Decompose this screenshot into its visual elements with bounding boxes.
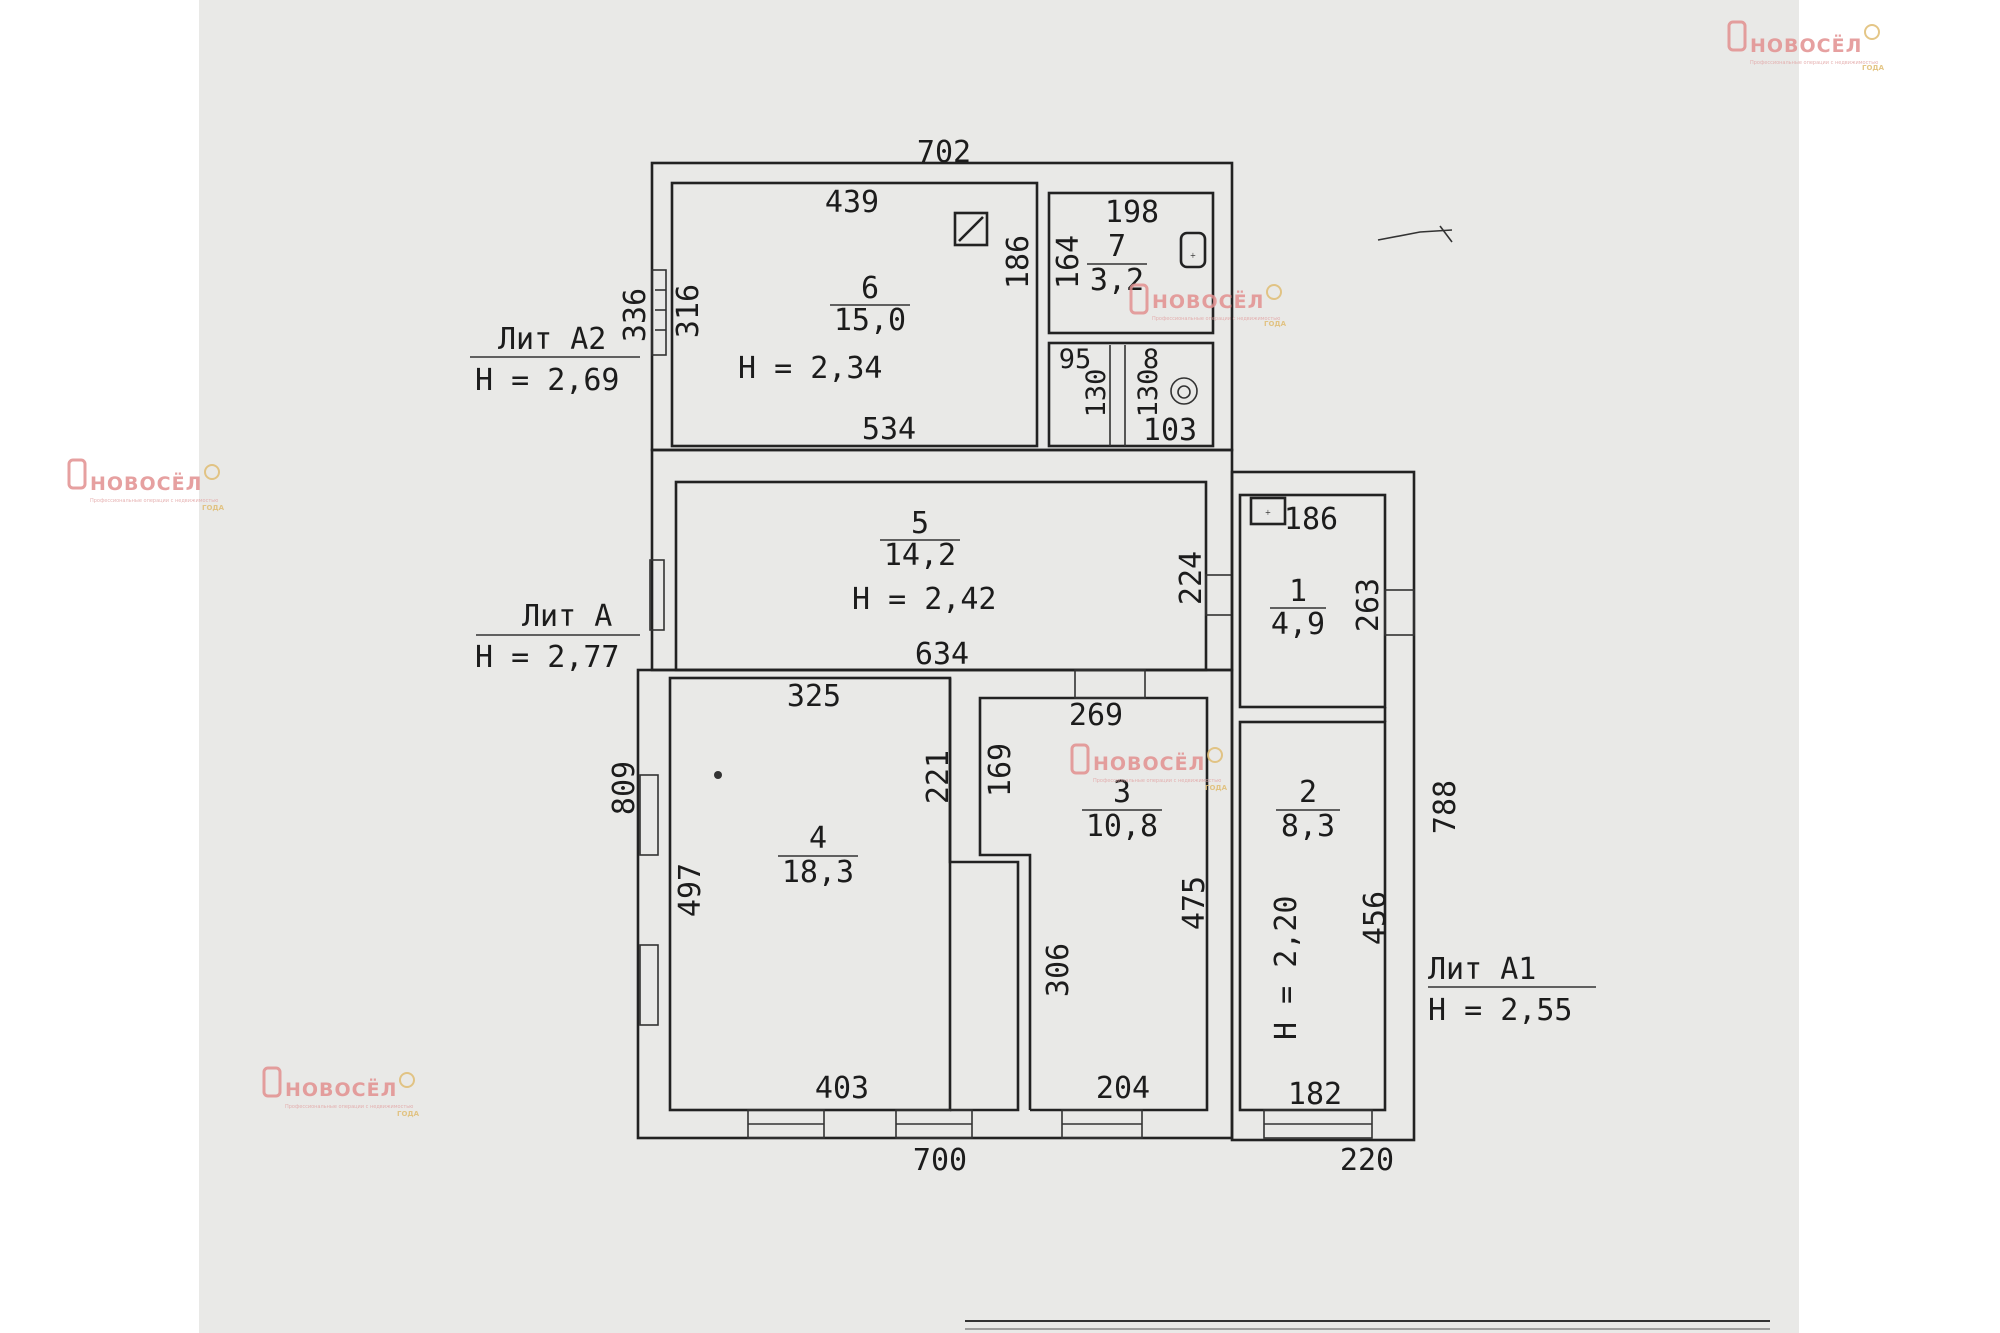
- dim-room1-right: 263: [1351, 578, 1386, 632]
- dim-room5-right: 224: [1174, 551, 1209, 605]
- room-5: 5 14,2 H = 2,42: [852, 506, 997, 617]
- lit-a-name: Лит А: [522, 599, 612, 634]
- room-4: 4 18,3: [778, 821, 858, 890]
- dimension-labels-horizontal: 702 439 534 198 95 8 103 186 634 325 269…: [787, 135, 1394, 1178]
- dim-room3-right: 475: [1177, 876, 1212, 930]
- watermark-year: ГОДА: [1205, 784, 1228, 792]
- walls-lit-a1: [1230, 470, 1416, 1142]
- dim-room6-bottom: 534: [862, 412, 916, 447]
- dim-room4-left: 497: [673, 863, 708, 917]
- room-3-number: 3: [1113, 775, 1131, 810]
- stove-icon: [953, 211, 989, 247]
- lit-a2-height: H = 2,69: [475, 363, 620, 398]
- dim-room3-top: 269: [1069, 698, 1123, 733]
- room-6-area: 15,0: [834, 303, 906, 338]
- room-7: 7 3,2: [1087, 229, 1147, 298]
- lit-a1-name: Лит А1: [1428, 952, 1536, 987]
- dim-room5-bottom: 634: [915, 637, 969, 672]
- dim-room3-bottom: 204: [1096, 1071, 1150, 1106]
- room-6-height: H = 2,34: [738, 351, 883, 386]
- watermark-subtitle: Профессиональные операции с недвижимость…: [285, 1104, 413, 1110]
- dim-small-8: 8: [1143, 344, 1159, 375]
- dim-room4-top: 325: [787, 679, 841, 714]
- dim-room1-top: 186: [1284, 502, 1338, 537]
- dim-room2-bottom: 182: [1288, 1077, 1342, 1112]
- toilet-icon: [1170, 377, 1198, 405]
- watermark-brand: НОВОСЁЛ: [285, 1077, 397, 1101]
- sheet-bottom-table-edge: [965, 1320, 1770, 1330]
- watermark-center: НОВОСЁЛ Профессиональные операции с недв…: [1070, 743, 1228, 792]
- watermark-center-top: НОВОСЁЛ Профессиональные операции с недв…: [1129, 283, 1287, 328]
- dim-small-103: 103: [1143, 413, 1197, 448]
- room-1: 1 4,9: [1270, 574, 1326, 642]
- dimension-labels-vertical: 336 316 186 164 130 130 224 263 221 169 …: [607, 235, 1463, 997]
- watermark-subtitle: Профессиональные операции с недвижимость…: [1093, 778, 1221, 784]
- dim-room7-top: 198: [1105, 195, 1159, 230]
- dim-room4-bottom: 403: [815, 1071, 869, 1106]
- walls-lit-a: [636, 448, 1234, 1140]
- room-5-number: 5: [911, 506, 929, 541]
- room-7-area: 3,2: [1090, 263, 1144, 298]
- dim-room3-lower: 306: [1041, 943, 1076, 997]
- svg-text:+: +: [1190, 251, 1196, 262]
- dim-room4-mid: 221: [921, 750, 956, 804]
- room-6: 6 15,0 H = 2,34: [738, 271, 910, 386]
- watermark-year: ГОДА: [1862, 64, 1885, 72]
- dim-small-95: 95: [1059, 344, 1092, 375]
- room-5-area: 14,2: [884, 538, 956, 573]
- watermark-brand: НОВОСЁЛ: [90, 471, 202, 495]
- watermark-left: НОВОСЁЛ Профессиональные операции с недв…: [67, 458, 225, 512]
- room-2-number: 2: [1299, 775, 1317, 810]
- room-1-area: 4,9: [1271, 607, 1325, 642]
- room-4-area: 18,3: [782, 855, 854, 890]
- watermark-bottom-left: НОВОСЁЛ Профессиональные операции с недв…: [262, 1066, 420, 1118]
- stray-marks: [714, 225, 1453, 779]
- dim-small-130a: 130: [1081, 369, 1112, 418]
- room-2-area: 8,3: [1281, 809, 1335, 844]
- room-6-number: 6: [861, 271, 879, 306]
- room-4-number: 4: [809, 821, 827, 856]
- room-3: 3 10,8: [1082, 775, 1162, 844]
- dim-outer-right-a1: 788: [1428, 780, 1463, 834]
- watermark-subtitle: Профессиональные операции с недвижимость…: [1152, 316, 1280, 322]
- room-2-height: H = 2,20: [1269, 896, 1304, 1041]
- dim-room7-left: 164: [1051, 235, 1086, 289]
- room-5-height: H = 2,42: [852, 582, 997, 617]
- lit-a2-name: Лит А2: [498, 322, 606, 357]
- room-7-number: 7: [1108, 229, 1126, 264]
- kitchen-sink-icon: +: [1249, 496, 1287, 526]
- lit-a2-label: Лит А2 H = 2,69: [470, 322, 640, 398]
- watermark-year: ГОДА: [1264, 320, 1287, 328]
- watermark-year: ГОДА: [202, 504, 225, 512]
- watermark-subtitle: Профессиональные операции с недвижимость…: [90, 498, 218, 504]
- room-3-area: 10,8: [1086, 809, 1158, 844]
- dim-small-130b: 130: [1133, 369, 1164, 418]
- dim-room2-right: 456: [1358, 891, 1393, 945]
- lit-a1-height: H = 2,55: [1428, 993, 1573, 1028]
- sink-icon: +: [1179, 231, 1207, 269]
- watermark-subtitle: Профессиональные операции с недвижимость…: [1750, 60, 1878, 66]
- dim-outer-left-a2: 336: [618, 288, 653, 342]
- dim-room6-left: 316: [671, 284, 706, 338]
- dim-bottom-outer-a1: 220: [1340, 1143, 1394, 1178]
- dim-outer-left-a: 809: [607, 761, 642, 815]
- lit-a-height: H = 2,77: [475, 640, 620, 675]
- watermark-top-right: НОВОСЁЛ Профессиональные операции с недв…: [1727, 20, 1885, 72]
- dim-room6-top: 439: [825, 185, 879, 220]
- watermark-brand: НОВОСЁЛ: [1152, 289, 1264, 313]
- lit-a1-label: Лит А1 H = 2,55: [1428, 952, 1596, 1028]
- dim-top-outer: 702: [917, 135, 971, 170]
- dim-room3-left: 169: [983, 743, 1018, 797]
- lit-a-label: Лит А H = 2,77: [475, 599, 640, 675]
- room-1-number: 1: [1289, 574, 1307, 609]
- watermark-year: ГОДА: [397, 1110, 420, 1118]
- dim-partition-186: 186: [1001, 235, 1036, 289]
- room-2: 2 8,3 H = 2,20: [1269, 775, 1340, 1040]
- watermark-brand: НОВОСЁЛ: [1750, 33, 1862, 57]
- watermark-brand: НОВОСЁЛ: [1093, 751, 1205, 775]
- svg-text:+: +: [1265, 508, 1271, 519]
- dim-bottom-outer-a: 700: [913, 1143, 967, 1178]
